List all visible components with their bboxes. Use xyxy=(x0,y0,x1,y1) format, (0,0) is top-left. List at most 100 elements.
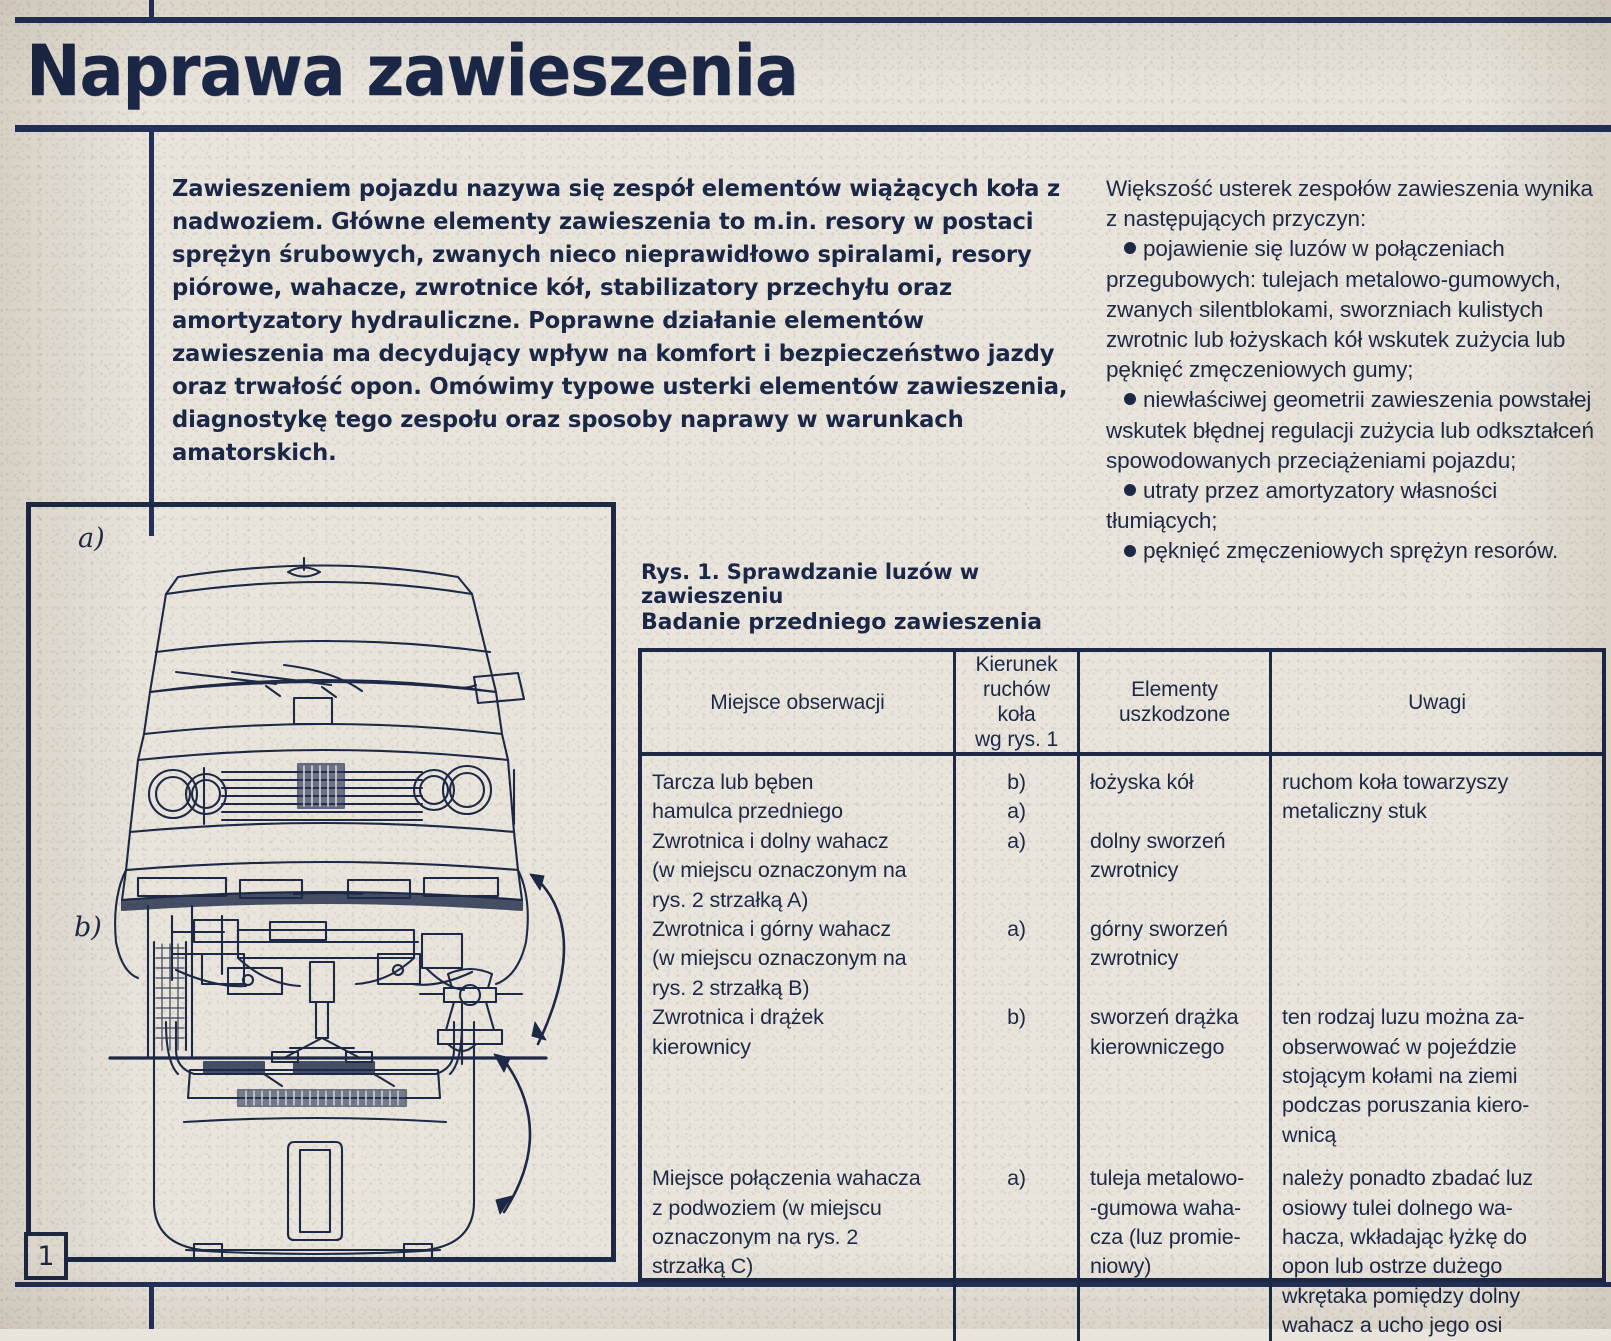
figure-number-badge: 1 xyxy=(24,1232,68,1280)
table-column-uwagi: ruchom koła towarzyszy metaliczny stuk t… xyxy=(1269,756,1602,1341)
cell-line: łożyska kół xyxy=(1090,770,1194,794)
cause-bullet-3: utraty przez amortyzatory własności tłum… xyxy=(1106,476,1606,536)
panel-b-label: b) xyxy=(74,912,102,943)
header-line: Kierunek xyxy=(975,653,1058,676)
cell-spacer xyxy=(1090,886,1261,915)
cell-line: Zwrotnica i drążek xyxy=(652,1005,824,1030)
cell-spacer xyxy=(1282,1150,1594,1164)
table-header-kierunek-ruchow: Kierunek ruchów koła wg rys. 1 xyxy=(953,652,1077,752)
bullet-dot-icon xyxy=(1124,484,1136,497)
cell-line: b) xyxy=(1007,1005,1026,1030)
cell-spacer xyxy=(1282,944,1594,973)
cell-line: a) xyxy=(1007,1166,1026,1191)
cell-line: (w miejscu oznaczonym na xyxy=(652,946,907,971)
cell-line: obserwować w pojeździe xyxy=(1282,1034,1517,1059)
panel-a-label: a) xyxy=(78,523,105,554)
cell-spacer xyxy=(1090,797,1261,826)
cell-spacer xyxy=(956,856,1077,885)
figure-caption: Rys. 1. Sprawdzanie luzów w zawieszeniu xyxy=(641,560,980,608)
col3-lines: łożyska kół dolny sworzeń zwrotnicy górn… xyxy=(1080,756,1269,1282)
cause-bullet-1: pojawienie się luzów w połączeniach prze… xyxy=(1106,234,1606,385)
section-heading: Badanie przedniego zawieszenia xyxy=(641,610,1043,635)
causes-lead: Większość usterek zespołów zawieszenia w… xyxy=(1106,176,1593,232)
left-column-rule-lower xyxy=(149,1286,154,1329)
cell-line: Miejsce połączenia wahacza xyxy=(652,1166,921,1191)
cell-line: ten rodzaj luzu można za- xyxy=(1282,1005,1525,1030)
cell-spacer xyxy=(1282,827,1594,856)
cell-line: Zwrotnica i dolny wahacz xyxy=(652,828,889,853)
cell-spacer xyxy=(1090,974,1261,1003)
cell-line: cza (luz promie- xyxy=(1090,1225,1241,1249)
cell-line: metaliczny stuk xyxy=(1282,799,1427,824)
cell-line: Tarcza lub bęben xyxy=(652,770,814,794)
table-body: Tarcza lub bęben hamulca przedniego Zwro… xyxy=(642,756,1602,1341)
cell-line: hacza, wkładając łyżkę do xyxy=(1282,1225,1527,1249)
cell-line: górny sworzeń xyxy=(1090,917,1228,941)
header-rule-top xyxy=(15,17,1611,23)
cell-spacer xyxy=(1090,1091,1261,1120)
cell-line: zwrotnicy xyxy=(1090,858,1179,883)
cell-line: sworzeń drążka xyxy=(1090,1005,1239,1030)
col1-lines: Tarcza lub bęben hamulca przedniego Zwro… xyxy=(642,756,953,1282)
cell-line: ruchom koła towarzyszy xyxy=(1282,770,1509,794)
cell-spacer xyxy=(956,1033,1077,1062)
cause-bullet-3-text: utraty przez amortyzatory własności tłum… xyxy=(1106,478,1498,534)
cell-spacer xyxy=(956,1091,1077,1120)
cause-bullet-2: niewłaściwej geometrii zawieszenia powst… xyxy=(1106,385,1606,476)
left-column-rule xyxy=(149,132,154,536)
column-tick-mark xyxy=(149,0,154,20)
header-line: wg rys. 1 xyxy=(974,728,1059,751)
cell-line: niowy) xyxy=(1090,1254,1152,1279)
cell-line: oznaczonym na rys. 2 xyxy=(652,1225,859,1250)
cell-line: strzałką C) xyxy=(652,1254,754,1279)
cell-line: hamulca przedniego xyxy=(652,799,843,824)
cell-spacer xyxy=(1282,886,1594,915)
cell-spacer xyxy=(956,974,1077,1003)
cell-line: -gumowa waha- xyxy=(1090,1195,1242,1220)
cell-line: rys. 2 strzałką B) xyxy=(652,975,810,1000)
cell-spacer xyxy=(1282,856,1594,885)
suspension-check-illustration xyxy=(108,556,566,1260)
cell-spacer xyxy=(956,944,1077,973)
cell-line: kierownicy xyxy=(652,1034,751,1059)
cell-line: b) xyxy=(1007,770,1026,794)
table-column-kierunek-ruchow: b) a) a) a) b) a) xyxy=(953,756,1077,1341)
cell-line: wahacz a ucho jego osi xyxy=(1282,1313,1503,1338)
cell-line: zwrotnicy xyxy=(1090,946,1179,971)
cell-spacer xyxy=(1090,1062,1261,1091)
cell-line: wkrętaka pomiędzy dolny xyxy=(1282,1283,1520,1308)
cell-spacer xyxy=(652,1121,945,1150)
table-column-elementy-uszkodzone: łożyska kół dolny sworzeń zwrotnicy górn… xyxy=(1077,756,1269,1341)
cell-line: (w miejscu oznaczonym na xyxy=(652,858,907,883)
bullet-dot-icon xyxy=(1124,242,1136,255)
figure-panel-frame xyxy=(26,502,616,1262)
cell-spacer xyxy=(652,1062,945,1091)
header-line: koła xyxy=(997,703,1036,726)
intro-paragraph: Zawieszeniem pojazdu nazywa się zespół e… xyxy=(172,174,1068,466)
cell-line: a) xyxy=(1007,828,1026,853)
cell-line: kierowniczego xyxy=(1090,1034,1225,1059)
table-header-uwagi: Uwagi xyxy=(1269,652,1602,752)
cell-spacer xyxy=(956,1150,1077,1164)
cell-line: z podwoziem (w miejscu xyxy=(652,1195,882,1220)
front-suspension-inspection-table: Miejsce obserwacji Kierunek ruchów koła … xyxy=(638,648,1606,1341)
col4-lines: ruchom koła towarzyszy metaliczny stuk t… xyxy=(1272,756,1602,1341)
cause-bullet-2-text: niewłaściwej geometrii zawieszenia powst… xyxy=(1106,387,1594,473)
cell-line: należy ponadto zbadać luz xyxy=(1282,1166,1533,1191)
header-line: Elementy xyxy=(1131,678,1218,701)
cell-line: dolny sworzeń xyxy=(1090,828,1226,853)
table-column-miejsce-obserwacji: Tarcza lub bęben hamulca przedniego Zwro… xyxy=(642,756,953,1341)
cell-spacer xyxy=(1282,974,1594,1003)
cell-line: a) xyxy=(1007,917,1026,941)
cell-spacer xyxy=(652,1091,945,1120)
cell-spacer xyxy=(652,1150,945,1164)
col2-lines: b) a) a) a) b) a) xyxy=(956,756,1077,1194)
cell-spacer xyxy=(956,1121,1077,1150)
header-line: uszkodzone xyxy=(1118,703,1231,726)
cause-bullet-1-text: pojawienie się luzów w połączeniach prze… xyxy=(1106,236,1566,383)
cell-line: opon lub ostrze dużego xyxy=(1282,1254,1503,1279)
page-title: Naprawa zawieszenia xyxy=(26,30,799,112)
table-header-elementy-uszkodzone: Elementy uszkodzone xyxy=(1077,652,1269,752)
cell-spacer xyxy=(1090,1150,1261,1164)
cell-line: podczas poruszania kiero- xyxy=(1282,1093,1530,1118)
